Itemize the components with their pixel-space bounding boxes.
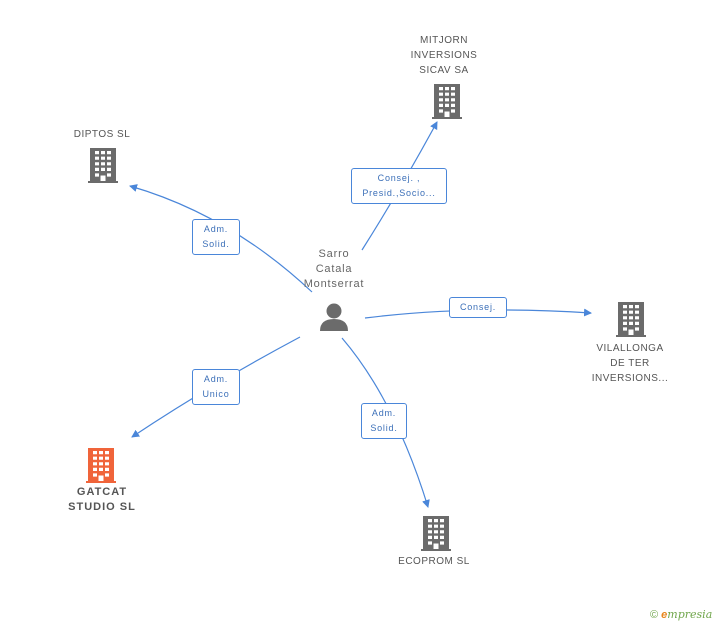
copyright-symbol: ©	[650, 609, 659, 621]
edge-label-vilallonga: Consej.	[449, 297, 507, 318]
node-label-ecoprom[interactable]: ECOPROM SL	[398, 556, 470, 567]
brand-initial: e	[661, 609, 668, 621]
building-icon-ecoprom[interactable]	[421, 516, 451, 551]
node-label-gatcat[interactable]: GATCAT STUDIO SL	[68, 486, 136, 513]
edge-label-diptos: Adm. Solid.	[192, 219, 240, 255]
edge-label-ecoprom: Adm. Solid.	[361, 403, 407, 439]
footer-brand: © empresia	[650, 608, 712, 621]
building-icon-vilallonga[interactable]	[616, 302, 646, 337]
building-icon-diptos[interactable]	[88, 148, 118, 183]
node-label-diptos[interactable]: DIPTOS SL	[73, 129, 131, 140]
person-icon[interactable]	[320, 303, 348, 332]
node-label-mitjorn[interactable]: MITJORN INVERSIONS SICAV SA	[410, 35, 478, 76]
edge-label-mitjorn: Consej. , Presid.,Socio...	[351, 168, 447, 204]
building-icon-gatcat[interactable]	[86, 448, 116, 483]
brand-name: mpresia	[667, 608, 713, 621]
node-label-vilallonga[interactable]: VILALLONGA DE TER INVERSIONS...	[591, 343, 669, 384]
center-person-name[interactable]: Sarro Catala Montserrat	[303, 248, 365, 290]
edge-label-gatcat: Adm. Unico	[192, 369, 240, 405]
building-icon-mitjorn[interactable]	[432, 84, 462, 119]
